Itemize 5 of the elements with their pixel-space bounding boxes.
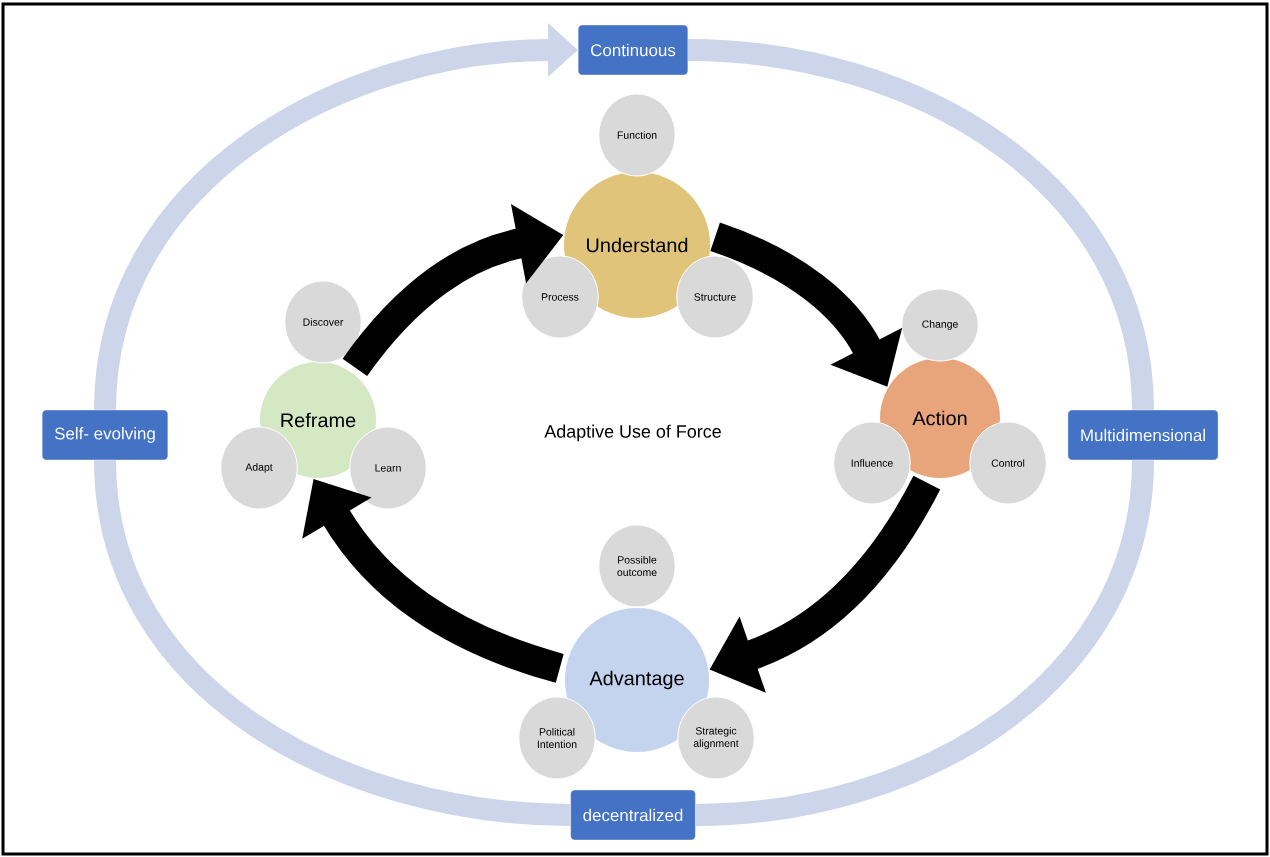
label-box: decentralized [570, 789, 696, 841]
label-box: Continuous [577, 24, 689, 76]
center-title: Adaptive Use of Force [544, 424, 721, 442]
label-box: Self- evolving [41, 409, 169, 461]
label-box: Multidimensional [1067, 409, 1219, 461]
